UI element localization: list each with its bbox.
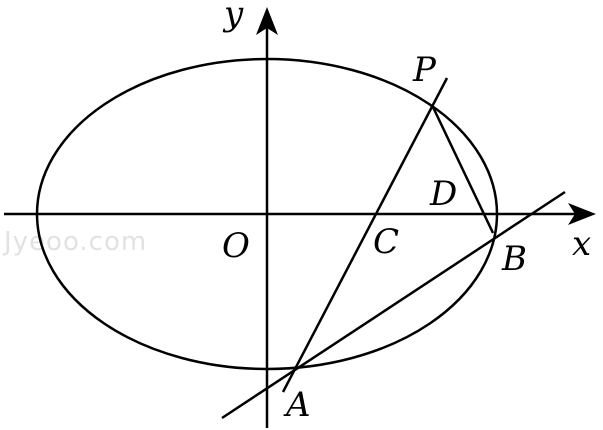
point-d-label: D [429,174,457,214]
line-ab [221,190,566,420]
point-c-label: C [373,222,399,262]
x-axis-label: x [572,224,591,264]
y-axis-label: y [222,0,244,34]
x-axis-arrow-icon [568,203,596,225]
point-a-label: A [283,385,311,425]
origin-label: O [222,226,250,266]
point-b-label: B [501,239,527,279]
watermark: Jyeoo.com [2,227,147,257]
segment-pb [430,104,495,234]
point-p-label: P [412,50,437,90]
line-ap [281,77,449,393]
y-axis-arrow-icon [256,7,278,35]
